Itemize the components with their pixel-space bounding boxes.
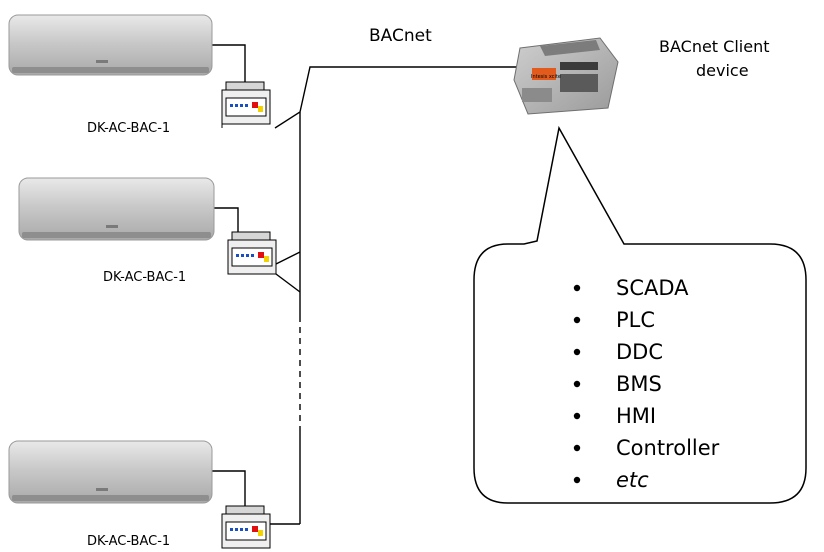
bullet-icon	[573, 316, 581, 324]
protocol-label: BACnet	[369, 26, 432, 46]
bullet-icon	[573, 348, 581, 356]
bullet-icon	[573, 444, 581, 452]
gateway-label-3: DK-AC-BAC-1	[87, 534, 170, 549]
gateway-label-1: DK-AC-BAC-1	[87, 121, 170, 136]
client-type-list: SCADA PLC DDC BMS HMI Controller etc	[573, 276, 720, 492]
ac-unit-3	[8, 440, 213, 504]
bullet-icon	[573, 412, 581, 420]
client-type-item: PLC	[616, 308, 655, 332]
gateway-icon	[221, 505, 271, 549]
ac-unit-2	[18, 177, 215, 241]
callout-bubble	[473, 125, 807, 504]
client-type-item: etc	[616, 468, 649, 492]
ac3-to-gateway	[210, 470, 246, 510]
client-device-brand: Intesis xcite	[531, 74, 561, 80]
client-type-item: Controller	[616, 436, 720, 460]
gateway-icon	[227, 231, 277, 275]
ac2-to-gateway	[210, 207, 239, 232]
client-type-item: SCADA	[616, 276, 689, 300]
bullet-icon	[573, 380, 581, 388]
gateway-icon	[221, 81, 271, 128]
client-type-item: BMS	[616, 372, 662, 396]
gateway-label-2: DK-AC-BAC-1	[103, 270, 186, 285]
bacnet-bus-wiring	[210, 44, 545, 525]
client-title-line1: BACnet Client	[659, 37, 769, 56]
ac-unit-1	[8, 14, 213, 76]
client-title-line2: device	[696, 61, 749, 80]
client-type-item: HMI	[616, 404, 656, 428]
bullet-icon	[573, 476, 581, 484]
bullet-icon	[573, 284, 581, 292]
bus-to-client	[274, 66, 545, 129]
ac1-to-gateway	[210, 44, 246, 85]
client-type-item: DDC	[616, 340, 663, 364]
bacnet-client-device: Intesis xcite	[513, 37, 619, 115]
